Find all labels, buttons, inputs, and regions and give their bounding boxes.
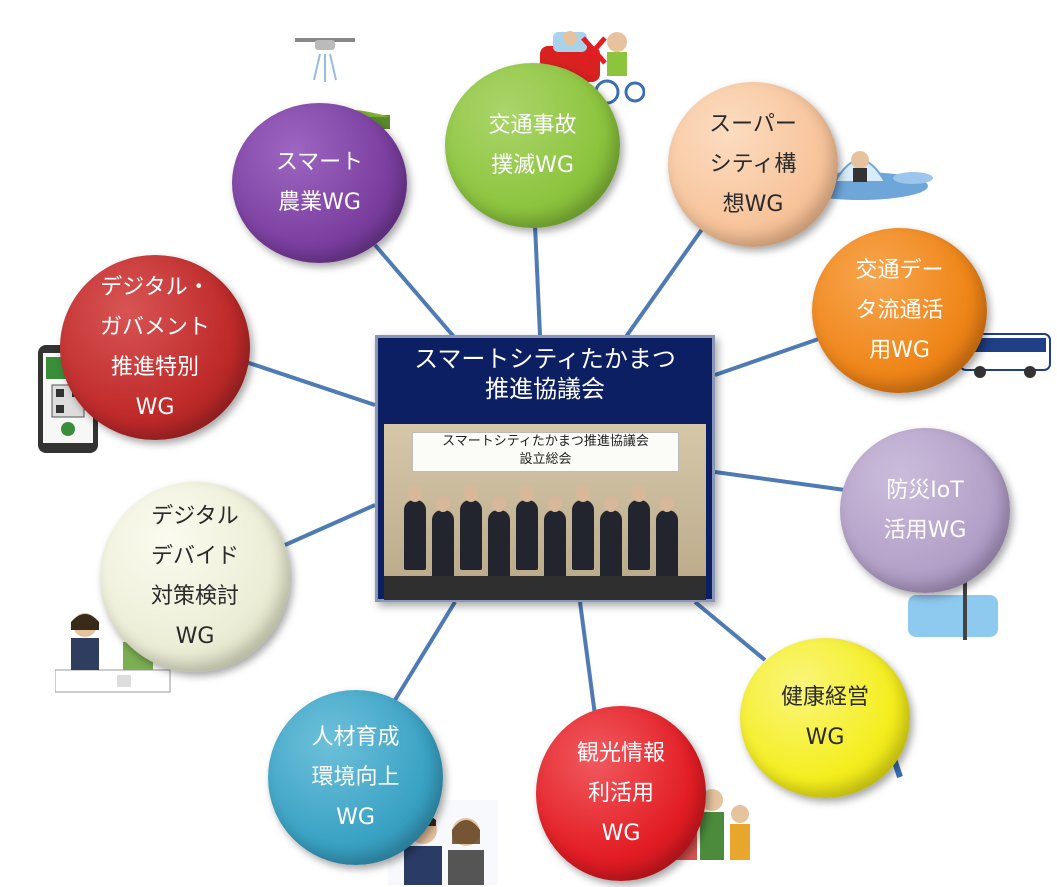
connector-line <box>533 224 542 336</box>
connector-line <box>239 358 376 407</box>
wg-smart-agriculture: スマート 農業WG <box>232 103 407 263</box>
wg-label: 人材育成 環境向上 WG <box>311 724 400 830</box>
connector-line <box>623 223 707 340</box>
inaugural-meeting-photo: スマートシティたかまつ推進協議会 設立総会 <box>384 424 706 600</box>
wg-digital-divide: デジタル デバイド 対策検討 WG <box>100 482 290 672</box>
wg-label: スーパー シティ構 想WG <box>709 111 797 217</box>
attendee-figure <box>544 496 566 580</box>
meeting-banner: スマートシティたかまつ推進協議会 設立総会 <box>412 432 679 472</box>
attendee-figure <box>432 496 454 580</box>
council-hub: スマートシティたかまつ 推進協議会 スマートシティたかまつ推進協議会 設立総会 <box>375 335 715 602</box>
wg-label: デジタル・ ガバメント 推進特別 WG <box>99 274 210 420</box>
attendee-figure <box>404 486 426 570</box>
connector-line <box>714 333 831 377</box>
wg-label: 健康経営 WG <box>780 685 869 750</box>
connector-line <box>373 243 457 340</box>
attendee-figure <box>628 486 650 570</box>
wg-super-city: スーパー シティ構 想WG <box>668 82 838 247</box>
wg-traffic-data: 交通デー タ流通活 用WG <box>812 228 987 393</box>
attendee-figure <box>516 486 538 570</box>
meeting-table <box>384 576 706 600</box>
connector-line <box>284 503 376 547</box>
attendee-figure <box>656 496 678 580</box>
wg-label: 交通事故 撲滅WG <box>488 112 577 178</box>
wg-label: デジタル デバイド 対策検討 WG <box>150 504 239 649</box>
wg-digital-government: デジタル・ ガバメント 推進特別 WG <box>60 255 250 440</box>
wg-traffic-accident: 交通事故 撲滅WG <box>445 63 620 228</box>
connector-line <box>693 600 767 662</box>
wg-label: 観光情報 利活用 WG <box>576 740 665 846</box>
wg-tourism-information: 観光情報 利活用 WG <box>536 706 706 881</box>
attendee-figure <box>600 496 622 580</box>
wg-label: 防災IoT 活用WG <box>883 477 967 543</box>
bus-icon <box>959 333 1051 378</box>
wg-label: 交通デー タ流通活 用WG <box>855 257 944 363</box>
attendee-figure <box>572 486 594 570</box>
wg-talent-development: 人材育成 環境向上 WG <box>268 690 443 865</box>
connector-line <box>578 601 597 716</box>
drone-icon <box>295 38 355 82</box>
wg-health-management: 健康経営 WG <box>740 638 910 798</box>
attendee-figure <box>488 496 510 580</box>
council-title: スマートシティたかまつ 推進協議会 <box>414 345 676 403</box>
wg-label: スマート 農業WG <box>275 150 364 215</box>
connector-line <box>714 470 846 492</box>
wg-disaster-iot: 防災IoT 活用WG <box>840 428 1010 593</box>
attendee-figure <box>460 486 482 570</box>
connector-line <box>393 600 457 702</box>
